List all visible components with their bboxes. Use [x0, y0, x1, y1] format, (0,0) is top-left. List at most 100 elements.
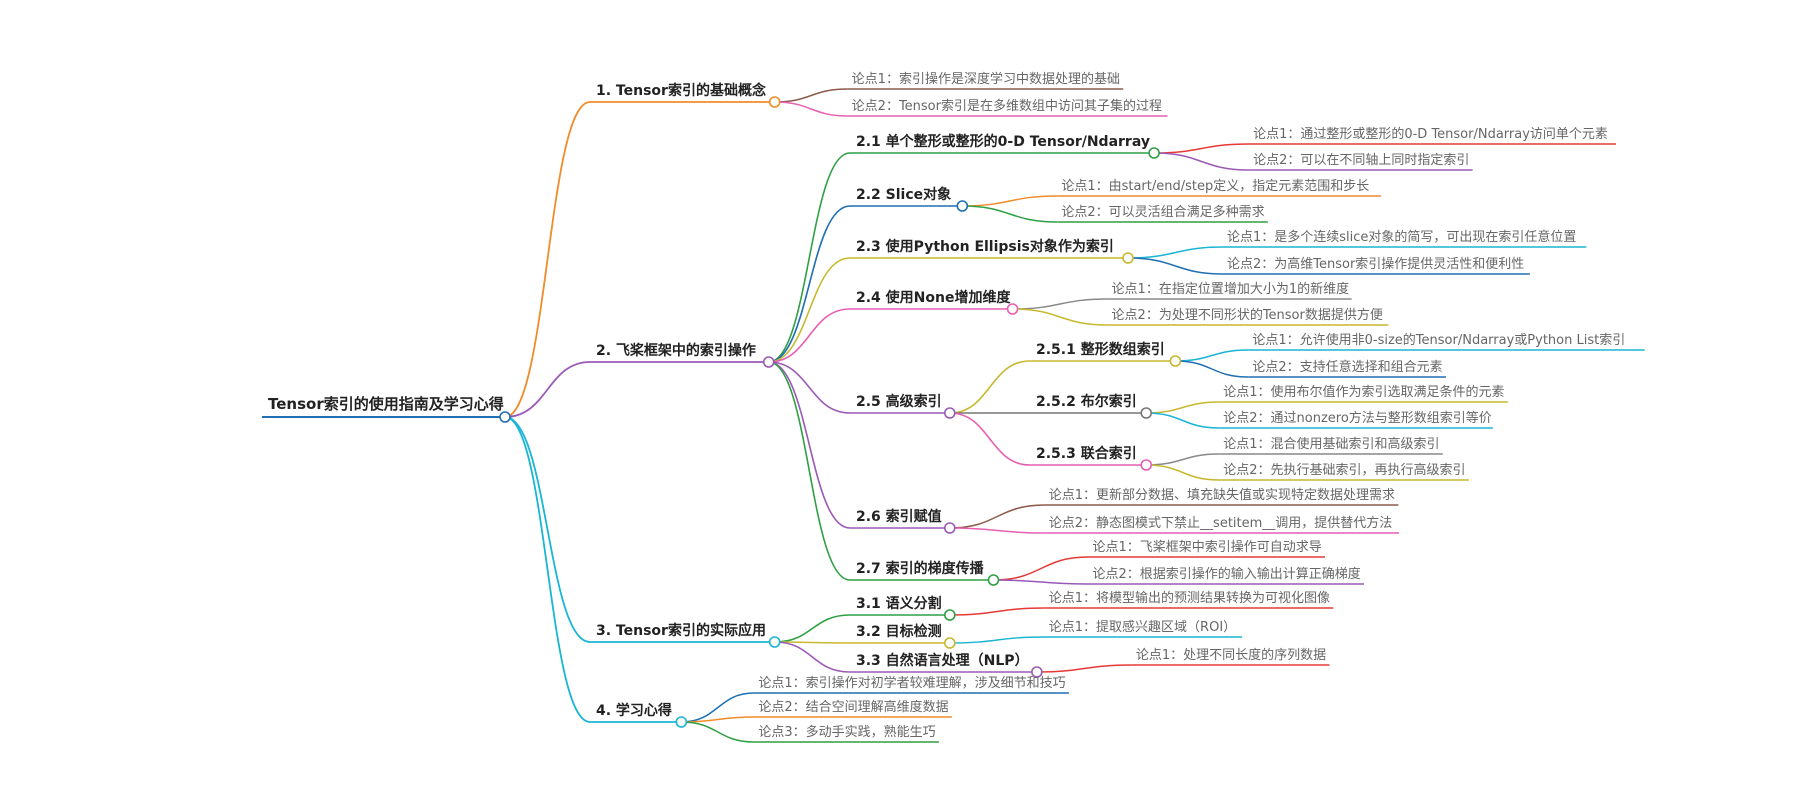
sub-edge [949, 360, 1031, 414]
leaf-node-label: 论点2：结合空间理解高维度数据 [758, 699, 948, 715]
sub-node-label: 3.1 语义分割 [856, 595, 942, 612]
branch-node-label: 3. Tensor索引的实际应用 [596, 622, 766, 639]
sub-node-toggle[interactable] [1140, 459, 1153, 471]
branch-node-toggle[interactable] [768, 96, 781, 108]
leaf-edge [774, 101, 848, 117]
leaf-node-label: 论点1：更新部分数据、填充缺失值或实现特定数据处理需求 [1049, 487, 1395, 503]
sub-node-toggle[interactable] [943, 522, 956, 534]
leaf-node-label: 论点1：混合使用基础索引和高级索引 [1223, 436, 1439, 452]
leaf-node-label: 论点2：先执行基础索引，再执行高级索引 [1223, 462, 1465, 478]
sub-node-toggle[interactable] [1122, 252, 1134, 264]
sub-edge [768, 257, 851, 363]
leaf-edge [681, 716, 755, 723]
sub-node-label: 2.6 索引赋值 [856, 508, 942, 525]
sub-node-label: 2.5.1 整形数组索引 [1036, 341, 1165, 358]
sub-node-toggle[interactable] [943, 637, 956, 649]
leaf-node-label: 论点1：通过整形或整形的0-D Tensor/Ndarray访问单个元素 [1253, 126, 1608, 142]
branch-node-toggle[interactable] [762, 356, 775, 368]
leaf-node-label: 论点1：飞桨框架中索引操作可自动求导 [1092, 539, 1321, 555]
leaf-edge [1146, 412, 1220, 429]
sub-node-toggle[interactable] [1148, 147, 1160, 159]
leaf-edge [962, 205, 1058, 223]
sub-node-label: 2.3 使用Python Ellipsis对象作为索引 [856, 238, 1114, 255]
root-node-toggle[interactable] [499, 411, 511, 423]
leaf-node-label: 论点2：静态图模式下禁止__setitem__调用，提供替代方法 [1049, 515, 1393, 531]
sub-node-toggle[interactable] [943, 609, 956, 621]
sub-edge [768, 152, 851, 363]
leaf-edge [1175, 349, 1249, 362]
leaf-node-label: 论点2：根据索引操作的输入输出计算正确梯度 [1092, 566, 1360, 582]
leaf-edge [949, 636, 1045, 644]
leaf-edge [1036, 664, 1132, 673]
sub-edge [768, 361, 851, 581]
leaf-node-label: 论点1：将模型输出的预测结果转换为可视化图像 [1049, 590, 1330, 606]
leaf-node-label: 论点2：支持任意选择和组合元素 [1252, 359, 1442, 375]
sub-node-label: 2.1 单个整形或整形的0-D Tensor/Ndarray [856, 133, 1150, 150]
leaf-node-label: 论点1：在指定位置增加大小为1的新维度 [1112, 281, 1350, 297]
sub-node-toggle[interactable] [956, 200, 969, 212]
sub-node-label: 2.5.2 布尔索引 [1036, 393, 1137, 410]
branch-node-toggle[interactable] [768, 636, 781, 648]
leaf-node-label: 论点1：提取感兴趣区域（ROI） [1049, 619, 1236, 635]
leaf-node-label: 论点1：索引操作是深度学习中数据处理的基础 [852, 71, 1120, 87]
sub-node-toggle[interactable] [1006, 303, 1019, 315]
sub-edge [768, 205, 851, 363]
branch-edge [504, 416, 591, 723]
sub-node-label: 3.2 目标检测 [856, 623, 942, 640]
leaf-node-label: 论点1：使用布尔值作为索引选取满足条件的元素 [1223, 384, 1504, 400]
sub-node-label: 2.4 使用None增加维度 [856, 289, 1011, 306]
leaf-node-label: 论点1：是多个连续slice对象的简写，可出现在索引任意位置 [1227, 229, 1576, 245]
sub-node-toggle[interactable] [1031, 666, 1043, 678]
leaf-node-label: 论点2：可以灵活组合满足多种需求 [1061, 204, 1264, 220]
sub-node-toggle[interactable] [1140, 407, 1153, 419]
branch-edge [504, 416, 591, 643]
leaf-node-label: 论点2：通过nonzero方法与整形数组索引等价 [1223, 410, 1492, 426]
sub-node-label: 2.2 Slice对象 [856, 186, 951, 203]
leaf-edge [1146, 453, 1220, 466]
leaf-node-label: 论点2：可以在不同轴上同时指定索引 [1253, 153, 1469, 168]
leaf-edge [962, 195, 1058, 207]
leaf-edge [949, 607, 1045, 616]
sub-node-label: 2.5 高级索引 [856, 393, 942, 410]
branch-node-label: 1. Tensor索引的基础概念 [596, 82, 767, 99]
sub-edge [774, 641, 851, 673]
leaf-edge [1012, 298, 1108, 310]
leaf-edge [681, 721, 755, 743]
sub-node-label: 2.5.3 联合索引 [1036, 445, 1137, 462]
leaf-node-label: 论点1：处理不同长度的序列数据 [1136, 647, 1326, 663]
leaf-edge [1154, 143, 1250, 154]
leaf-node-label: 论点3：多动手实践，熟能生巧 [758, 724, 935, 740]
branch-node-label: 2. 飞桨框架中的索引操作 [596, 342, 756, 359]
leaf-edge [1128, 257, 1224, 275]
leaf-edge [949, 527, 1045, 534]
leaf-edge [1146, 464, 1220, 481]
sub-edge [768, 361, 851, 414]
leaf-edge [949, 504, 1045, 529]
branch-node-toggle[interactable] [675, 716, 688, 728]
leaf-node-label: 论点1：由start/end/step定义，指定元素范围和步长 [1061, 179, 1369, 194]
leaf-edge [993, 556, 1089, 581]
leaf-edge [1154, 152, 1250, 171]
leaf-edge [1128, 246, 1224, 259]
branch-node-label: 4. 学习心得 [596, 702, 672, 719]
branch-edge [504, 101, 591, 418]
sub-node-toggle[interactable] [943, 407, 956, 419]
sub-node-toggle[interactable] [987, 574, 1000, 586]
sub-edge [768, 308, 851, 363]
leaf-edge [1146, 401, 1220, 414]
sub-edge [774, 614, 851, 643]
sub-edge [949, 412, 1031, 466]
leaf-node-label: 论点2：为高维Tensor索引操作提供灵活性和便利性 [1227, 256, 1524, 272]
leaf-edge [1175, 360, 1249, 378]
leaf-node-label: 论点2：为处理不同形状的Tensor数据提供方便 [1112, 307, 1383, 323]
leaf-node-label: 论点1：索引操作对初学者较难理解，涉及细节和技巧 [758, 675, 1065, 691]
leaf-node-label: 论点1：允许使用非0-size的Tensor/Ndarray或Python Li… [1252, 332, 1625, 348]
sub-node-toggle[interactable] [1169, 355, 1182, 367]
leaf-edge [993, 579, 1089, 585]
root-node-label: Tensor索引的使用指南及学习心得 [268, 395, 504, 413]
branch-edge [504, 361, 591, 418]
mindmap-edges [262, 88, 1645, 743]
leaf-edge [774, 88, 848, 103]
